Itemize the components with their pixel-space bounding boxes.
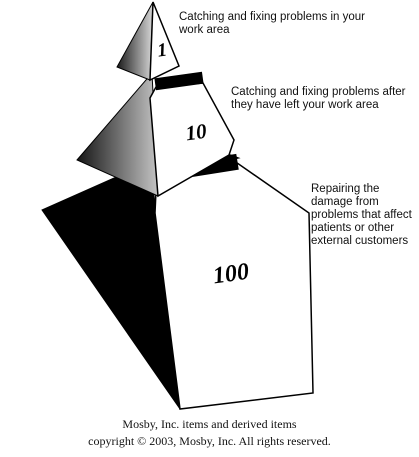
tier-bottom-caption: Repairing the damage from problems that … <box>311 183 412 247</box>
tier-middle-caption: Catching and fixing problems after they … <box>231 86 406 111</box>
tier-top-lit-face <box>149 1 180 82</box>
tier-middle-value: 10 <box>184 119 209 146</box>
tier-middle-slot <box>154 71 204 91</box>
tier-top-value: 1 <box>156 39 168 61</box>
tier-top-shadow-face <box>116 1 154 81</box>
pyramid-tier-middle: 10 <box>76 71 235 198</box>
pyramid-tier-bottom: 100 <box>41 153 314 410</box>
copyright-credit-line1: Mosby, Inc. items and derived items <box>122 417 297 431</box>
copyright-credit-line2: copyright © 2003, Mosby, Inc. All rights… <box>88 434 331 448</box>
tier-bottom-value: 100 <box>211 259 250 290</box>
tier-top-caption: Catching and fixing problems in your wor… <box>179 11 366 36</box>
pyramid-tier-top: 1 <box>116 1 180 82</box>
tier-middle-shadow-face <box>76 71 159 197</box>
